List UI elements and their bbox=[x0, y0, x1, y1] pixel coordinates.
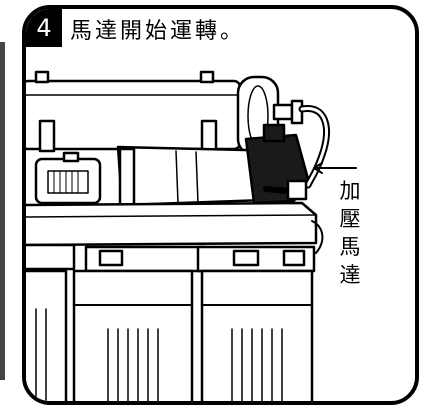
label-char: 達 bbox=[339, 263, 361, 287]
base-tray bbox=[26, 201, 324, 254]
filter-housing-2 bbox=[72, 269, 194, 401]
step-number-badge: 4 bbox=[26, 9, 62, 47]
filter-housing-3 bbox=[200, 269, 314, 401]
ro-system-illustration bbox=[26, 70, 357, 401]
membrane-clips bbox=[38, 119, 218, 153]
pressure-pump-label: 加 壓 馬 達 bbox=[335, 177, 365, 289]
filter-housing-1 bbox=[26, 269, 68, 401]
flow-restrictor bbox=[34, 151, 102, 205]
filter-caps bbox=[26, 243, 316, 273]
left-edge-bar bbox=[0, 42, 5, 380]
label-char: 馬 bbox=[339, 235, 361, 259]
label-char: 壓 bbox=[339, 207, 361, 231]
step-title: 馬達開始運轉。 bbox=[70, 19, 246, 44]
label-char: 加 bbox=[339, 179, 361, 203]
instruction-panel: 4 馬達開始運轉。 bbox=[22, 5, 419, 405]
